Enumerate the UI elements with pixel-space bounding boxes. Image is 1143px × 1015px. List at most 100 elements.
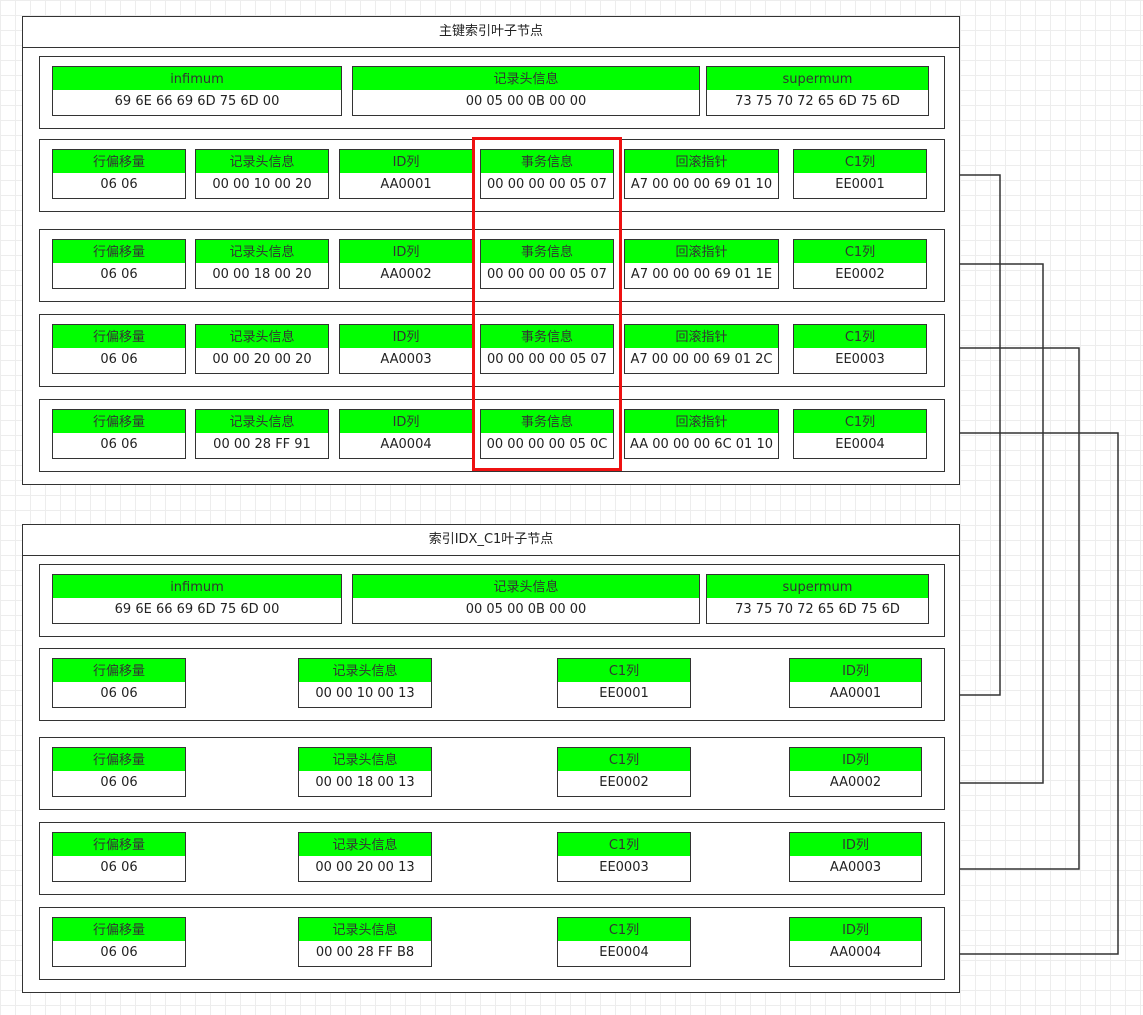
field-value: 00 00 10 00 13 xyxy=(298,682,432,708)
field-label: C1列 xyxy=(793,239,927,264)
field-value: 69 6E 66 69 6D 75 6D 00 xyxy=(52,598,342,624)
field-label: ID列 xyxy=(339,239,473,264)
field-value: 06 06 xyxy=(52,771,186,797)
field-label: 记录头信息 xyxy=(298,658,432,683)
secondary-panel-title: 索引IDX_C1叶子节点 xyxy=(23,525,959,556)
field-value: EE0004 xyxy=(793,433,927,459)
field-label: 行偏移量 xyxy=(52,747,186,772)
field-label: ID列 xyxy=(789,832,922,857)
field-value: EE0002 xyxy=(793,263,927,289)
field-label: ID列 xyxy=(789,747,922,772)
connector-line xyxy=(920,347,1080,870)
field-label: C1列 xyxy=(793,149,927,174)
field-label: ID列 xyxy=(339,149,473,174)
field-value: 00 00 28 FF 91 xyxy=(195,433,329,459)
field-value: EE0001 xyxy=(557,682,691,708)
field-value: 00 00 10 00 20 xyxy=(195,173,329,199)
field-label: 记录头信息 xyxy=(298,747,432,772)
field-value: 06 06 xyxy=(52,433,186,459)
field-value: 00 00 00 00 05 0C xyxy=(480,433,614,459)
field-label: 记录头信息 xyxy=(195,409,329,434)
field-value: AA 00 00 00 6C 01 10 xyxy=(624,433,779,459)
field-label: 行偏移量 xyxy=(52,409,186,434)
field-label: 事务信息 xyxy=(480,149,614,174)
field-value: AA0002 xyxy=(789,771,922,797)
field-label: 行偏移量 xyxy=(52,239,186,264)
field-label: C1列 xyxy=(557,832,691,857)
field-label: 行偏移量 xyxy=(52,324,186,349)
field-label: C1列 xyxy=(793,409,927,434)
field-label: C1列 xyxy=(793,324,927,349)
field-value: EE0002 xyxy=(557,771,691,797)
field-label: 记录头信息 xyxy=(298,832,432,857)
field-value: 06 06 xyxy=(52,173,186,199)
field-value: EE0001 xyxy=(793,173,927,199)
field-label: 回滚指针 xyxy=(624,149,779,174)
field-value: EE0004 xyxy=(557,941,691,967)
field-label: 记录头信息 xyxy=(195,239,329,264)
field-value: 00 00 28 FF B8 xyxy=(298,941,432,967)
field-value: AA0003 xyxy=(339,348,473,374)
field-value: EE0003 xyxy=(557,856,691,882)
field-value: 06 06 xyxy=(52,348,186,374)
field-value: 06 06 xyxy=(52,856,186,882)
field-label: supermum xyxy=(706,574,929,599)
field-value: 00 00 18 00 20 xyxy=(195,263,329,289)
field-label: C1列 xyxy=(557,747,691,772)
field-value: AA0003 xyxy=(789,856,922,882)
field-value: 00 00 18 00 13 xyxy=(298,771,432,797)
field-label: 事务信息 xyxy=(480,324,614,349)
field-label: infimum xyxy=(52,574,342,599)
field-label: 行偏移量 xyxy=(52,149,186,174)
field-label: C1列 xyxy=(557,658,691,683)
field-value: AA0004 xyxy=(789,941,922,967)
field-value: 00 00 00 00 05 07 xyxy=(480,263,614,289)
field-value: AA0001 xyxy=(789,682,922,708)
field-value: A7 00 00 00 69 01 10 xyxy=(624,173,779,199)
connector-line xyxy=(920,432,1119,955)
primary-panel-title: 主键索引叶子节点 xyxy=(23,17,959,48)
field-value: AA0004 xyxy=(339,433,473,459)
field-value: AA0002 xyxy=(339,263,473,289)
